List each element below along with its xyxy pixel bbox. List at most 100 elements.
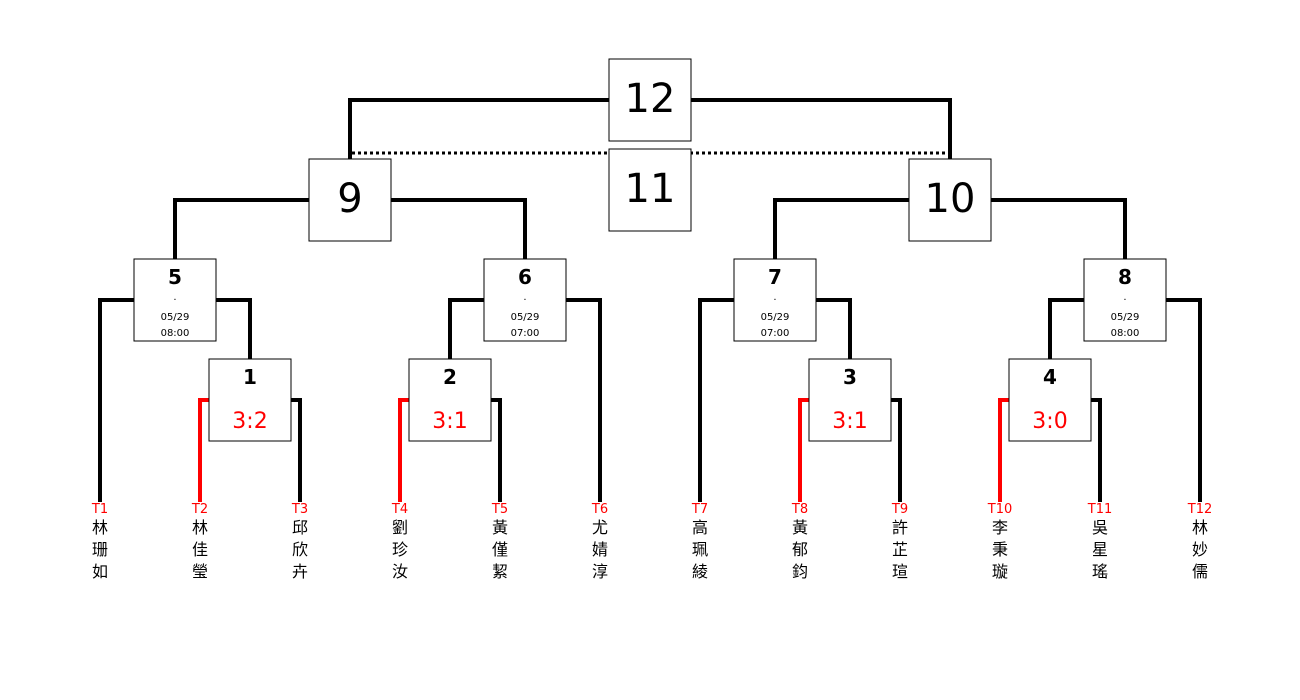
- team-code: T10: [987, 502, 1012, 517]
- r1m4-winner-line: [998, 398, 1010, 502]
- match-number: 5: [168, 265, 182, 289]
- team-8[interactable]: T8 黃 郁 鈞: [791, 502, 808, 581]
- team-name-char: 鈞: [792, 562, 808, 581]
- match-time: 07:00: [511, 328, 540, 339]
- team-6[interactable]: T6 尤 婧 淳: [591, 502, 608, 581]
- match-score: 3:1: [832, 409, 867, 434]
- team-code: T3: [291, 502, 308, 517]
- team-name-char: 婧: [592, 540, 608, 559]
- qf5-connector-left: [98, 298, 137, 502]
- match-score: 3:1: [432, 409, 467, 434]
- match-11[interactable]: 11: [608, 148, 692, 232]
- team-name-char: 妙: [1192, 540, 1208, 559]
- match-box: [1008, 358, 1092, 442]
- team-name-char: 吳: [1092, 518, 1108, 537]
- team-name-char: 許: [892, 518, 908, 537]
- team-name-char: 瑩: [192, 562, 208, 581]
- team-name-char: 珮: [692, 540, 708, 559]
- qf8-connector-left: [1048, 298, 1087, 360]
- team-3[interactable]: T3 邱 欣 卉: [291, 502, 308, 581]
- team-name-char: 黃: [792, 518, 808, 537]
- match-box: [483, 258, 567, 342]
- match-3[interactable]: 3 3:1: [808, 358, 892, 442]
- team-name-char: 珊: [92, 540, 108, 559]
- match-time: 08:00: [161, 328, 190, 339]
- match-5[interactable]: 5 . 05/29 08:00: [133, 258, 217, 342]
- match-number: 4: [1043, 365, 1057, 389]
- semi10-connector-right: [988, 198, 1127, 260]
- team-code: T7: [691, 502, 708, 517]
- match-10[interactable]: 10: [908, 158, 992, 242]
- team-7[interactable]: T7 高 珮 綾: [691, 502, 708, 581]
- match-1[interactable]: 1 3:2: [208, 358, 292, 442]
- semi9-connector-right: [388, 198, 527, 260]
- match-dot: .: [173, 292, 176, 303]
- team-name-char: 珍: [392, 540, 408, 559]
- team-name-char: 儒: [1192, 562, 1208, 581]
- match-4[interactable]: 4 3:0: [1008, 358, 1092, 442]
- team-code: T12: [1187, 502, 1212, 517]
- match-9[interactable]: 9: [308, 158, 392, 242]
- match-dot: .: [523, 292, 526, 303]
- team-name-char: 郁: [792, 540, 808, 559]
- team-code: T5: [491, 502, 508, 517]
- semi10-connector-left: [773, 198, 912, 260]
- match-7[interactable]: 7 . 05/29 07:00: [733, 258, 817, 342]
- team-code: T9: [891, 502, 908, 517]
- team-name-char: 李: [992, 518, 1008, 537]
- team-code: T1: [91, 502, 108, 517]
- match-box: [733, 258, 817, 342]
- team-name-char: 佳: [192, 540, 208, 559]
- match-number: 1: [243, 365, 257, 389]
- team-name-char: 芷: [892, 540, 908, 559]
- team-4[interactable]: T4 劉 珍 汝: [391, 502, 408, 581]
- match-number: 11: [625, 166, 676, 212]
- match-dot: .: [1123, 292, 1126, 303]
- match-date: 05/29: [511, 312, 540, 323]
- team-code: T6: [591, 502, 608, 517]
- match-score: 3:0: [1032, 409, 1067, 434]
- match-box: [208, 358, 292, 442]
- team-10[interactable]: T10 李 秉 璇: [987, 502, 1012, 581]
- qf6-connector-left: [448, 298, 487, 360]
- team-name-char: 絜: [492, 562, 508, 581]
- final-connector-left: [348, 98, 612, 160]
- team-12[interactable]: T12 林 妙 儒: [1187, 502, 1212, 581]
- final-connector-right: [688, 98, 952, 160]
- team-9[interactable]: T9 許 芷 瑄: [891, 502, 908, 581]
- team-2[interactable]: T2 林 佳 瑩: [191, 502, 208, 581]
- match-12[interactable]: 12: [608, 58, 692, 142]
- match-number: 2: [443, 365, 457, 389]
- semi9-connector-left: [173, 198, 312, 260]
- match-dot: .: [773, 292, 776, 303]
- match-box: [408, 358, 492, 442]
- team-name-char: 尤: [592, 518, 608, 537]
- team-name-char: 如: [92, 562, 108, 581]
- team-code: T2: [191, 502, 208, 517]
- match-date: 05/29: [761, 312, 790, 323]
- r1m3-winner-line: [798, 398, 810, 502]
- qf5-connector-right: [213, 298, 252, 360]
- team-5[interactable]: T5 黃 僅 絜: [491, 502, 508, 581]
- match-2[interactable]: 2 3:1: [408, 358, 492, 442]
- match-time: 07:00: [761, 328, 790, 339]
- r1m4-loser-line: [1090, 398, 1102, 502]
- team-1[interactable]: T1 林 珊 如: [91, 502, 108, 581]
- team-name-char: 卉: [292, 562, 308, 581]
- team-name-char: 林: [1192, 518, 1208, 537]
- team-code: T4: [391, 502, 408, 517]
- r1m2-winner-line: [398, 398, 410, 502]
- match-6[interactable]: 6 . 05/29 07:00: [483, 258, 567, 342]
- match-8[interactable]: 8 . 05/29 08:00: [1083, 258, 1167, 342]
- match-number: 7: [768, 265, 782, 289]
- team-name-char: 秉: [992, 540, 1008, 559]
- team-name-char: 瑤: [1092, 562, 1108, 581]
- team-11[interactable]: T11 吳 星 瑤: [1087, 502, 1112, 581]
- team-name-char: 瑄: [892, 562, 908, 581]
- qf8-connector-right: [1163, 298, 1202, 502]
- r1m1-loser-line: [290, 398, 302, 502]
- team-name-char: 劉: [392, 518, 408, 537]
- match-date: 05/29: [161, 312, 190, 323]
- match-box: [308, 158, 392, 242]
- r1m2-loser-line: [490, 398, 502, 502]
